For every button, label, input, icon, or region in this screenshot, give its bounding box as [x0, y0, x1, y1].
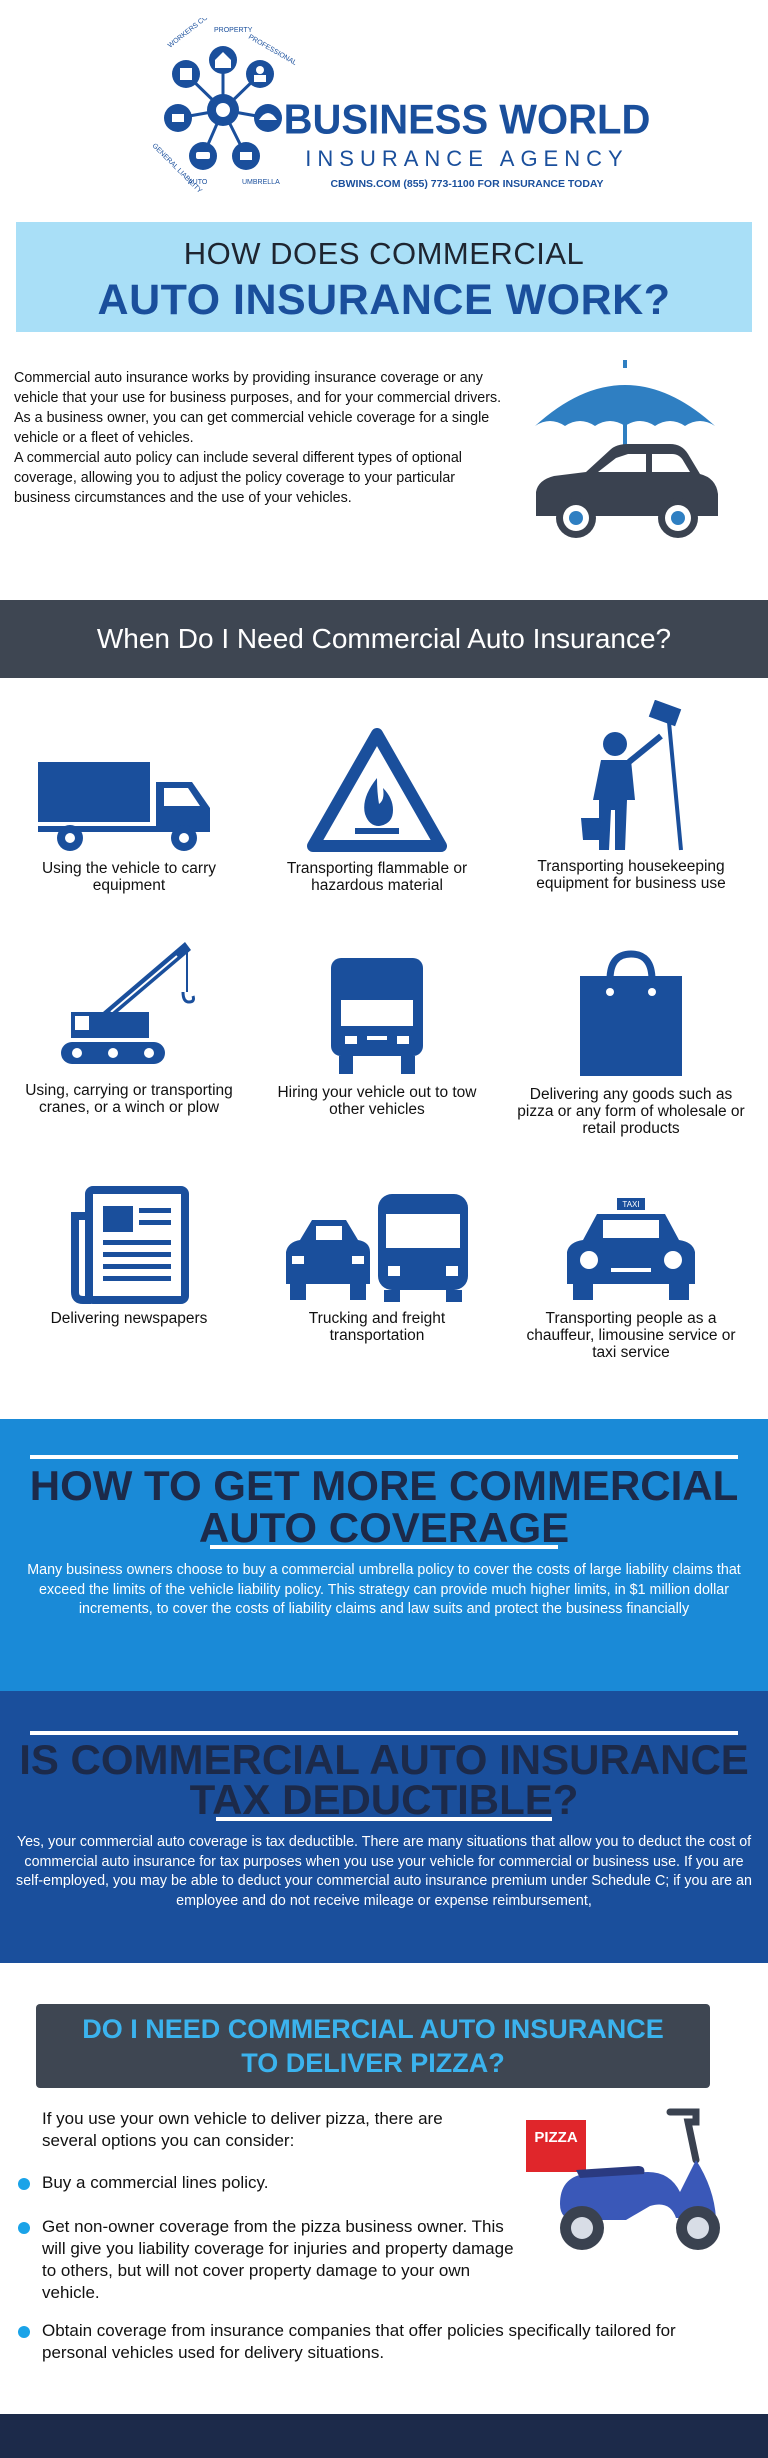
intro-paragraph-2: A commercial auto policy can include sev… [14, 450, 462, 506]
pizza-bullet: Obtain coverage from insurance companies… [16, 2320, 736, 2364]
tax-title-line1: IS COMMERCIAL AUTO INSURANCE [19, 1736, 749, 1783]
when-section-banner: When Do I Need Commercial Auto Insurance… [0, 600, 768, 678]
logo-wheel-icon: WORKERS COMP PROPERTY PROFESSIONAL GENER… [151, 18, 298, 195]
grid-item-equipment: Using the vehicle to carry equipment [14, 756, 244, 894]
wheel-label-property: PROPERTY [214, 27, 253, 34]
grid-item-flammable: Transporting flammable or hazardous mate… [262, 728, 492, 894]
page-title-line1: HOW DOES COMMERCIAL [183, 236, 585, 271]
divider-line [30, 1731, 738, 1735]
pizza-intro-text: If you use your own vehicle to deliver p… [42, 2109, 443, 2150]
delivery-scooter-icon: PIZZA [526, 2108, 720, 2250]
tax-title-line2: TAX DEDUCTIBLE? [189, 1776, 579, 1823]
more-body-text: Many business owners choose to buy a com… [27, 1562, 741, 1617]
pizza-bullet-text: Buy a commercial lines policy. [42, 2173, 269, 2192]
pizza-bullet: Buy a commercial lines policy. [16, 2172, 736, 2194]
car-and-bus-icon [286, 1194, 468, 1302]
grid-item-cranes: Using, carrying or transporting cranes, … [14, 936, 244, 1116]
grid-label-equipment: Using the vehicle to carry equipment [41, 860, 217, 894]
intro-paragraph-1: Commercial auto insurance works by provi… [14, 370, 502, 446]
flammable-warning-icon [307, 728, 447, 852]
grid-item-newspapers: Delivering newspapers [14, 1186, 244, 1327]
crane-icon [61, 942, 195, 1064]
tax-body-text: Yes, your commercial auto coverage is ta… [16, 1834, 752, 1909]
more-title-line1: HOW TO GET MORE COMMERCIAL [29, 1462, 739, 1509]
grid-label-taxi: Transporting people as a chauffeur, limo… [526, 1310, 736, 1361]
grid-label-cranes: Using, carrying or transporting cranes, … [25, 1082, 233, 1116]
painter-icon [581, 700, 683, 851]
grid-item-taxi: TAXI Transporting people as a chauffeur,… [516, 1196, 746, 1361]
grid-item-tow: Hiring your vehicle out to tow other veh… [262, 954, 492, 1118]
bullet-dot-icon [18, 2326, 30, 2338]
divider-line [210, 1545, 558, 1549]
pizza-section-banner: DO I NEED COMMERCIAL AUTO INSURANCE TO D… [36, 2004, 710, 2088]
newspaper-icon [71, 1186, 189, 1304]
pizza-title-line2: TO DELIVER PIZZA? [241, 2048, 505, 2078]
wheel-label-umbrella: UMBRELLA [242, 179, 280, 186]
pizza-bullet-text: Get non-owner coverage from the pizza bu… [42, 2217, 514, 2302]
grid-item-trucking: Trucking and freight transportation [262, 1190, 492, 1344]
taxi-icon: TAXI [567, 1198, 695, 1300]
shopping-bag-icon [580, 950, 682, 1076]
grid-label-newspapers: Delivering newspapers [50, 1310, 208, 1327]
divider-line [30, 1455, 738, 1459]
page-title-box: HOW DOES COMMERCIAL AUTO INSURANCE WORK? [16, 222, 752, 332]
tax-deductible-section: IS COMMERCIAL AUTO INSURANCE TAX DEDUCTI… [0, 1691, 768, 1963]
grid-item-goods: Delivering any goods such as pizza or an… [516, 950, 746, 1137]
footer-bar [0, 2414, 768, 2458]
pizza-box-label: PIZZA [534, 2129, 577, 2146]
pizza-bullet: Get non-owner coverage from the pizza bu… [16, 2216, 516, 2304]
wheel-label-auto: AUTO [188, 179, 208, 186]
grid-label-tow: Hiring your vehicle out to tow other veh… [277, 1084, 477, 1118]
grid-label-goods: Delivering any goods such as pizza or an… [517, 1086, 745, 1137]
more-coverage-section: HOW TO GET MORE COMMERCIAL AUTO COVERAGE… [0, 1419, 768, 1691]
grid-label-trucking: Trucking and freight transportation [308, 1310, 446, 1344]
svg-text:TAXI: TAXI [622, 1200, 639, 1209]
brand-contact: CBWINS.COM (855) 773-1100 FOR INSURANCE … [330, 178, 604, 190]
divider-line [216, 1817, 552, 1821]
pizza-bullet-text: Obtain coverage from insurance companies… [42, 2321, 676, 2362]
more-title-line2: AUTO COVERAGE [198, 1504, 570, 1551]
wheel-label-workers-comp: WORKERS COMP [167, 18, 218, 50]
grid-label-flammable: Transporting flammable or hazardous mate… [286, 860, 468, 894]
bullet-dot-icon [18, 2222, 30, 2234]
pizza-title-line1: DO I NEED COMMERCIAL AUTO INSURANCE [82, 2014, 664, 2044]
truck-icon [38, 762, 210, 851]
bullet-dot-icon [18, 2178, 30, 2190]
brand-subtitle: INSURANCE AGENCY [305, 146, 629, 171]
grid-item-housekeeping: Transporting housekeeping equipment for … [516, 700, 746, 892]
header: WORKERS COMP PROPERTY PROFESSIONAL GENER… [0, 0, 768, 210]
intro-text: Commercial auto insurance works by provi… [14, 368, 506, 508]
brand-title: BUSINESS WORLD [283, 96, 651, 144]
grid-label-housekeeping: Transporting housekeeping equipment for … [536, 858, 726, 892]
tow-truck-icon [331, 958, 423, 1074]
umbrella-car-icon [535, 360, 718, 538]
page-title-line2: AUTO INSURANCE WORK? [97, 276, 671, 324]
